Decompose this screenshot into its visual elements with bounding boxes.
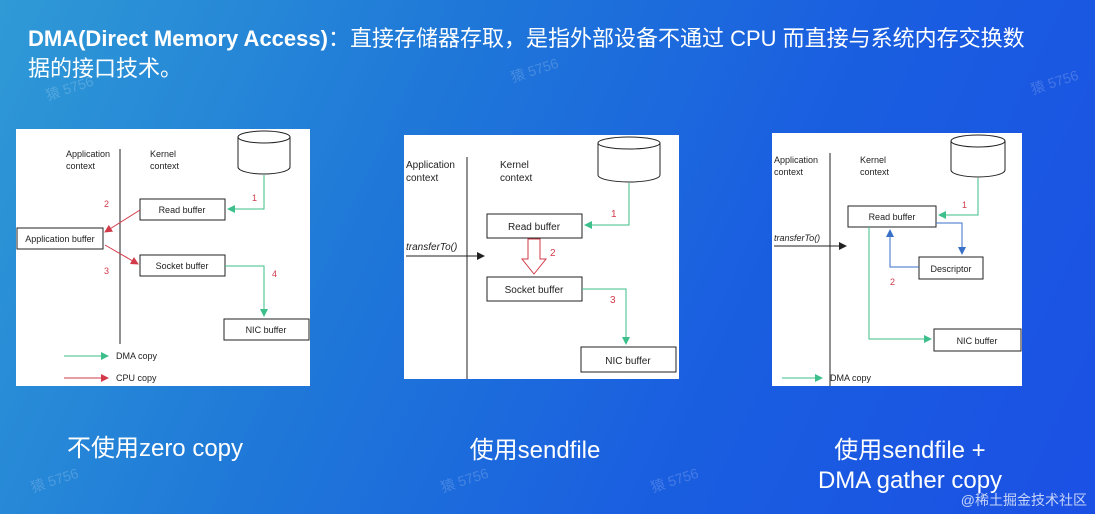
app-context-label-2: context [66, 161, 96, 171]
dma-arrow-1 [227, 175, 265, 213]
dma-arrow-3 [582, 288, 630, 345]
watermark: 猿 5756 [28, 464, 81, 496]
socket-buffer-label: Socket buffer [505, 285, 564, 296]
step-2: 2 [104, 199, 109, 209]
diagram-sendfile-dma-gather: Application context Kernel context trans… [772, 133, 1022, 386]
footer-credit: @稀土掘金技术社区 [960, 492, 1087, 508]
kernel-context-label-1: Kernel [150, 149, 176, 159]
transfer-to-label: transferTo() [774, 233, 820, 243]
diagram-sendfile: Application context Kernel context trans… [404, 135, 679, 379]
step-1: 1 [611, 209, 617, 220]
read-buffer-label: Read buffer [508, 222, 561, 233]
step-1: 1 [252, 193, 257, 203]
cpu-arrow-2 [104, 209, 141, 233]
read-buffer-box [847, 205, 937, 228]
nic-buffer-box [580, 346, 677, 373]
nic-buffer-label: NIC buffer [957, 336, 998, 346]
kernel-context-label-1: Kernel [860, 155, 886, 165]
legend-dma-label: DMA copy [116, 351, 158, 361]
disk-icon [237, 130, 291, 175]
dma-gather-arrow-2 [868, 227, 932, 343]
step-3: 3 [610, 295, 616, 306]
app-context-label-1: Application [774, 155, 818, 165]
descriptor-box [918, 256, 984, 280]
step-3: 3 [104, 266, 109, 276]
caption-sendfile-dma-gather: 使用sendfile + DMA gather copy [780, 436, 1040, 496]
step-2: 2 [550, 248, 556, 259]
caption-sendfile: 使用sendfile [469, 437, 601, 464]
app-buffer-box [16, 227, 104, 250]
dma-arrow-4 [225, 265, 268, 317]
read-buffer-label: Read buffer [869, 212, 916, 222]
title-bold: DMA(Direct Memory Access) [28, 26, 328, 51]
caption-no-zero-copy: 不使用zero copy [66, 435, 244, 462]
kernel-context-label-2: context [860, 167, 890, 177]
read-buffer-label: Read buffer [159, 205, 206, 215]
transfer-to-label: transferTo() [406, 242, 457, 253]
nic-buffer-box [933, 328, 1022, 352]
socket-buffer-box [486, 276, 583, 302]
cpu-arrow-3 [104, 244, 139, 265]
diagram-no-zero-copy: Application context Kernel context Read … [16, 129, 310, 386]
diagram-sendfile-svg: Application context Kernel context trans… [406, 136, 677, 379]
watermark: 猿 5756 [648, 464, 701, 496]
step-4: 4 [272, 269, 277, 279]
legend-cpu-label: CPU copy [116, 373, 157, 383]
kernel-context-label-1: Kernel [500, 160, 529, 171]
step-1: 1 [962, 200, 967, 210]
kernel-context-label-2: context [150, 161, 180, 171]
disk-icon [597, 136, 661, 183]
caption-line-1: 使用sendfile + [834, 437, 986, 464]
step-2: 2 [890, 277, 895, 287]
app-context-label-2: context [406, 173, 438, 184]
nic-buffer-box [223, 318, 310, 341]
diagram-sendfile-dma-gather-svg: Application context Kernel context trans… [774, 134, 1022, 386]
disk-icon [950, 134, 1006, 178]
app-context-label-1: Application [66, 149, 110, 159]
dma-arrow-1 [938, 178, 979, 219]
legend-dma-label: DMA copy [830, 373, 872, 383]
watermark: 猿 5756 [438, 464, 491, 496]
read-buffer-box [139, 198, 226, 221]
dma-arrow-1 [584, 183, 630, 229]
watermark: 猿 5756 [1028, 66, 1081, 98]
diagram-no-zero-copy-svg: Application context Kernel context Read … [16, 130, 310, 383]
app-context-label-2: context [774, 167, 804, 177]
nic-buffer-label: NIC buffer [605, 356, 651, 367]
caption-line-2: DMA gather copy [817, 467, 1003, 494]
socket-buffer-label: Socket buffer [156, 261, 209, 271]
cpu-copy-arrow-2 [520, 238, 548, 275]
app-context-label-1: Application [406, 160, 455, 171]
read-buffer-box [486, 213, 583, 239]
descriptor-label: Descriptor [930, 264, 971, 274]
kernel-context-label-2: context [500, 173, 532, 184]
page-title: DMA(Direct Memory Access)：直接存储器存取，是指外部设备… [28, 24, 1028, 84]
descriptor-return-arrow [886, 229, 919, 268]
nic-buffer-label: NIC buffer [246, 325, 287, 335]
title-rest: ：直接存储器存取，是指外部设备不通过 CPU 而直接与系统内存交换数据的接口技术… [28, 26, 1025, 81]
descriptor-arrow [936, 222, 966, 255]
app-buffer-label: Application buffer [25, 234, 94, 244]
